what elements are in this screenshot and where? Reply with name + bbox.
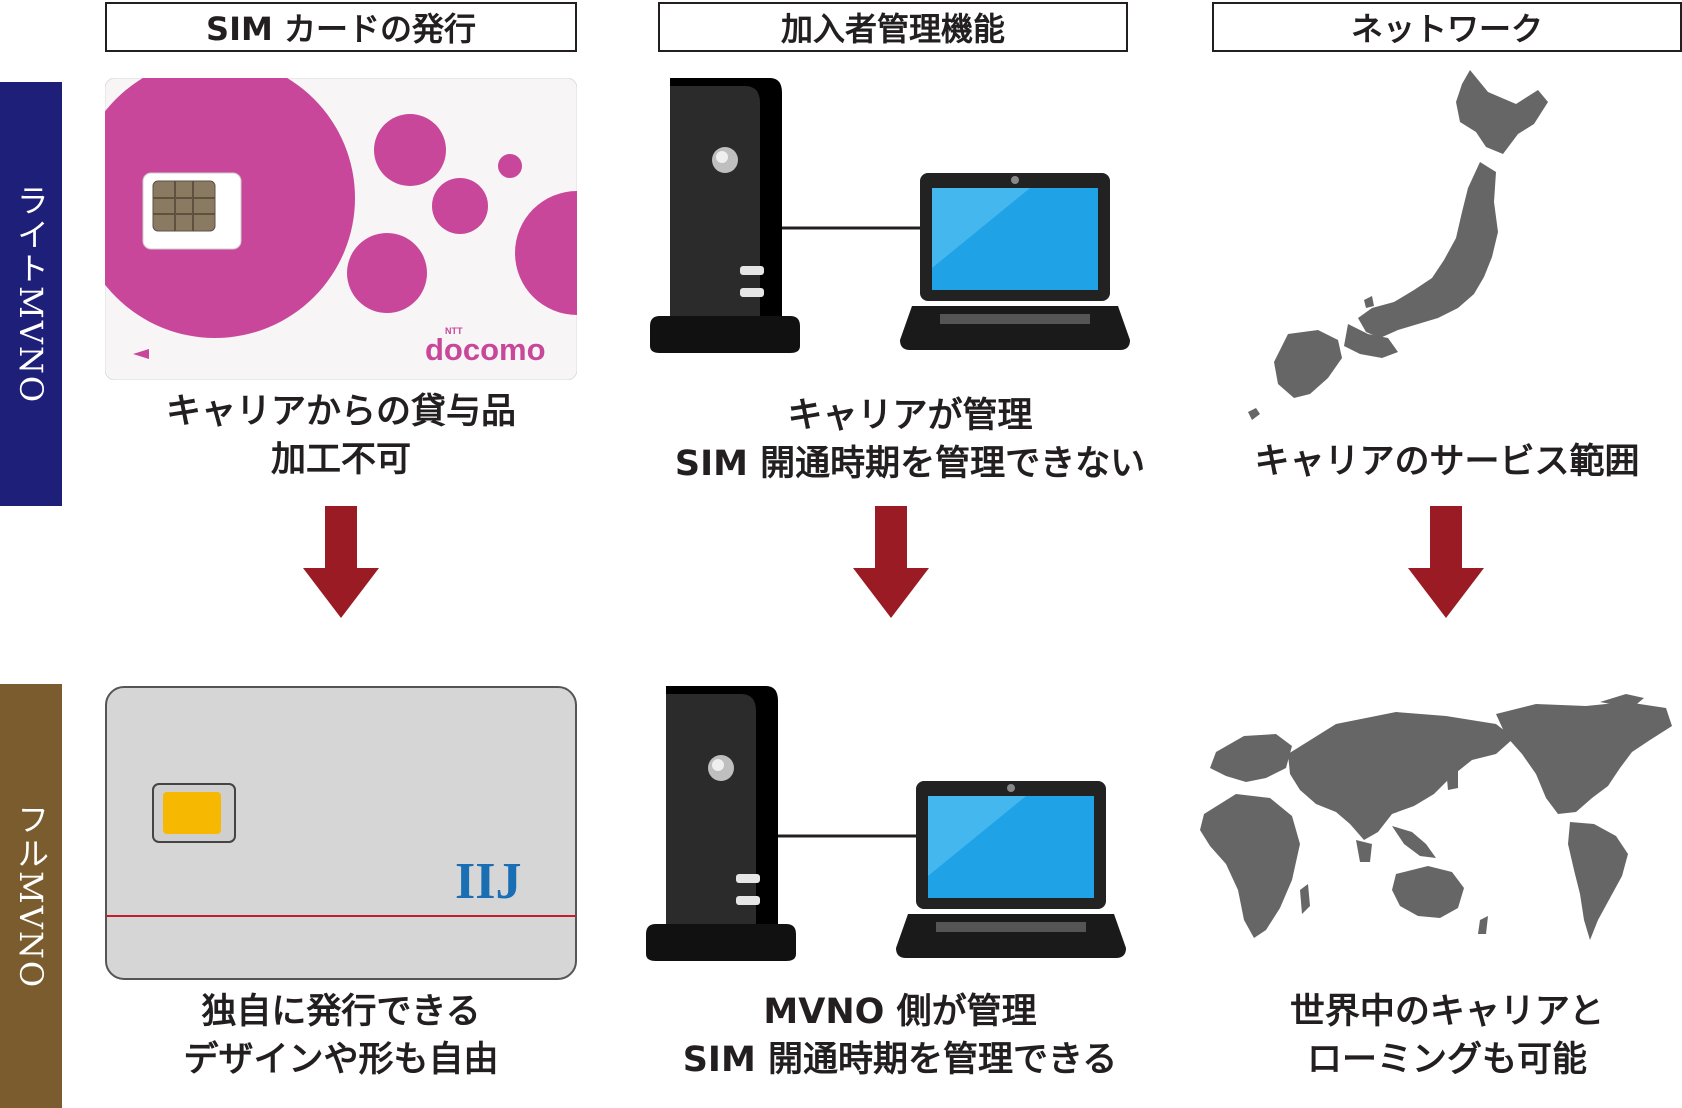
iij-sim-card-image: IIJ [105, 686, 577, 980]
light-sim-caption-line2: 加工不可 [270, 440, 411, 480]
light-subscriber-caption-line2: SIM 開通時期を管理できない [674, 444, 1146, 484]
world-map-image [1200, 694, 1672, 940]
full-sim-caption-line2: デザインや形も自由 [183, 1040, 499, 1080]
light-sim-caption-line1: キャリアからの貸与品 [165, 392, 516, 432]
light-network-caption: キャリアのサービス範囲 [1212, 438, 1682, 486]
header-network: ネットワーク [1212, 2, 1682, 52]
light-network-caption-line1: キャリアのサービス範囲 [1254, 442, 1640, 482]
row-label-light-mvno: ライトMVNO [0, 82, 62, 506]
full-subscriber-caption: MVNO 側が管理 SIM 開通時期を管理できる [640, 988, 1160, 1084]
row-label-light-text: ライトMVNO [12, 183, 50, 405]
arrow-down-icon [303, 506, 379, 618]
docomo-sim-card-image: NTT docomo [105, 78, 577, 380]
full-sim-caption: 独自に発行できる デザインや形も自由 [105, 988, 577, 1084]
header-sim-label: SIM カードの発行 [206, 10, 476, 48]
iij-logo-text: IIJ [455, 853, 521, 910]
full-network-caption-line1: 世界中のキャリアと [1289, 992, 1605, 1032]
full-subscriber-caption-line1: MVNO 側が管理 [763, 992, 1037, 1032]
server-laptop-image-full [646, 686, 1126, 961]
server-laptop-image-light [650, 78, 1130, 353]
header-network-label: ネットワーク [1350, 10, 1543, 48]
arrow-down-icon [1408, 506, 1484, 618]
light-subscriber-caption: キャリアが管理 SIM 開通時期を管理できない [650, 392, 1170, 488]
japan-map-image [1248, 70, 1548, 420]
full-subscriber-caption-line2: SIM 開通時期を管理できる [682, 1040, 1118, 1080]
arrow-down-icon [853, 506, 929, 618]
light-sim-caption: キャリアからの貸与品 加工不可 [105, 388, 577, 484]
full-network-caption-line2: ローミングも可能 [1306, 1040, 1587, 1080]
header-subscriber-label: 加入者管理機能 [780, 10, 1005, 48]
header-sim-issuance: SIM カードの発行 [105, 2, 577, 52]
full-network-caption: 世界中のキャリアと ローミングも可能 [1212, 988, 1682, 1084]
docomo-logo-text: docomo [425, 332, 546, 367]
full-sim-caption-line1: 独自に発行できる [201, 992, 481, 1032]
docomo-ntt-text: NTT [445, 326, 463, 336]
row-label-full-text: フルMVNO [12, 802, 50, 990]
row-label-full-mvno: フルMVNO [0, 684, 62, 1108]
light-subscriber-caption-line1: キャリアが管理 [787, 396, 1033, 436]
header-subscriber-management: 加入者管理機能 [658, 2, 1128, 52]
